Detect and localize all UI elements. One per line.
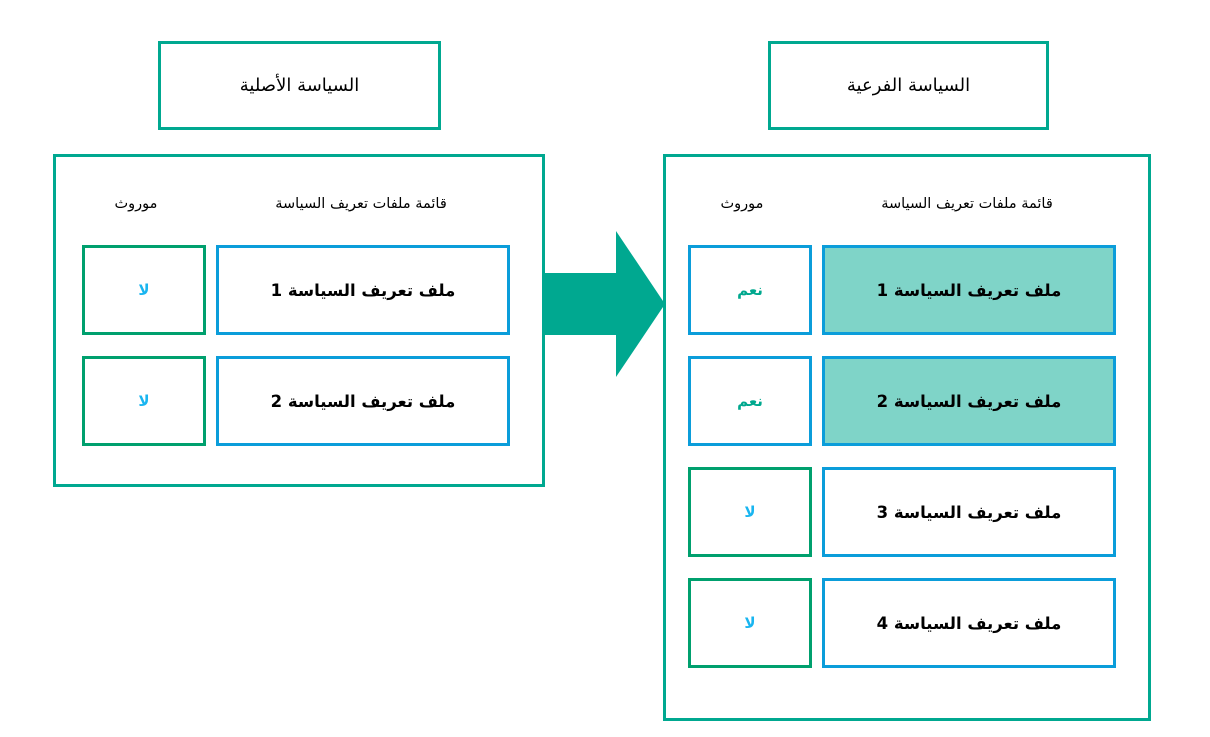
inherited-cell[interactable]: لا <box>82 356 206 446</box>
column-header-inherited: موروث <box>720 196 764 212</box>
profile-cell[interactable]: ملف تعريف السياسة 1 <box>822 245 1116 335</box>
column-header-profile-list: قائمة ملفات تعريف السياسة <box>275 196 447 212</box>
table-row[interactable]: ملف تعريف السياسة 3 لا <box>666 467 1148 557</box>
table-row[interactable]: ملف تعريف السياسة 2 لا <box>56 356 542 446</box>
table-row[interactable]: ملف تعريف السياسة 1 لا <box>56 245 542 335</box>
right-arrow-icon <box>543 231 665 377</box>
table-row[interactable]: ملف تعريف السياسة 2 نعم <box>666 356 1148 446</box>
inherited-value: نعم <box>737 281 763 299</box>
profile-cell[interactable]: ملف تعريف السياسة 2 <box>822 356 1116 446</box>
original-policy-rows: ملف تعريف السياسة 1 لا ملف تعريف السياسة… <box>56 245 542 467</box>
inherited-value: لا <box>744 614 756 632</box>
original-policy-column-headers: قائمة ملفات تعريف السياسة موروث <box>56 191 542 217</box>
inherited-cell[interactable]: لا <box>688 578 812 668</box>
sub-policy-rows: ملف تعريف السياسة 1 نعم ملف تعريف السياس… <box>666 245 1148 689</box>
profile-cell-label: ملف تعريف السياسة 2 <box>876 391 1062 411</box>
inherited-cell[interactable]: نعم <box>688 245 812 335</box>
sub-policy-title-text: السياسة الفرعية <box>846 74 971 96</box>
profile-cell-label: ملف تعريف السياسة 3 <box>876 502 1062 522</box>
profile-cell-label: ملف تعريف السياسة 1 <box>270 280 456 300</box>
inherited-value: لا <box>138 392 150 410</box>
inherited-cell[interactable]: لا <box>82 245 206 335</box>
sub-policy-title-box: السياسة الفرعية <box>768 41 1049 130</box>
inherited-value: لا <box>138 281 150 299</box>
profile-cell[interactable]: ملف تعريف السياسة 3 <box>822 467 1116 557</box>
profile-cell[interactable]: ملف تعريف السياسة 2 <box>216 356 510 446</box>
original-policy-panel: قائمة ملفات تعريف السياسة موروث ملف تعري… <box>53 154 545 487</box>
inherited-cell[interactable]: لا <box>688 467 812 557</box>
sub-policy-panel: قائمة ملفات تعريف السياسة موروث ملف تعري… <box>663 154 1151 721</box>
table-row[interactable]: ملف تعريف السياسة 1 نعم <box>666 245 1148 335</box>
column-header-inherited: موروث <box>114 196 158 212</box>
profile-cell-label: ملف تعريف السياسة 4 <box>876 613 1062 633</box>
column-header-profile-list: قائمة ملفات تعريف السياسة <box>881 196 1053 212</box>
sub-policy-column-headers: قائمة ملفات تعريف السياسة موروث <box>666 191 1148 217</box>
inherited-cell[interactable]: نعم <box>688 356 812 446</box>
table-row[interactable]: ملف تعريف السياسة 4 لا <box>666 578 1148 668</box>
inherited-value: لا <box>744 503 756 521</box>
profile-cell-label: ملف تعريف السياسة 2 <box>270 391 456 411</box>
profile-cell-label: ملف تعريف السياسة 1 <box>876 280 1062 300</box>
profile-cell[interactable]: ملف تعريف السياسة 1 <box>216 245 510 335</box>
original-policy-title-box: السياسة الأصلية <box>158 41 441 130</box>
inherited-value: نعم <box>737 392 763 410</box>
original-policy-title-text: السياسة الأصلية <box>239 74 360 96</box>
profile-cell[interactable]: ملف تعريف السياسة 4 <box>822 578 1116 668</box>
